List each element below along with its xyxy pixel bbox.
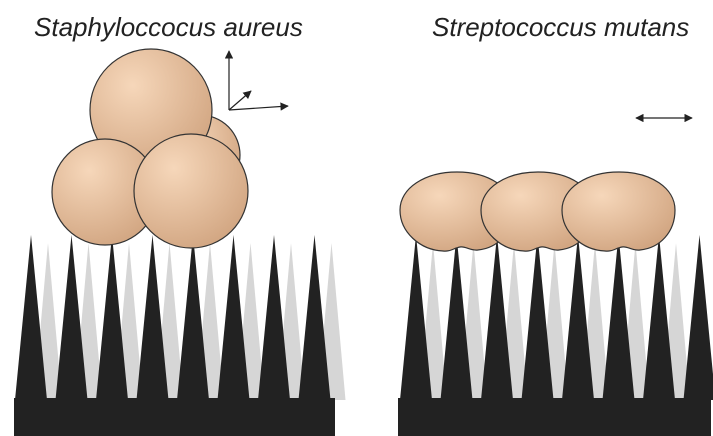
staphylococcus-cluster <box>52 49 248 248</box>
dark-nanospike <box>684 235 713 400</box>
coccus-bottom-right <box>134 134 248 248</box>
nanospike-surface-right <box>398 235 713 436</box>
xyz-axes-icon <box>229 51 288 110</box>
surface-base-left <box>14 398 335 436</box>
surface-base-right <box>398 398 711 436</box>
flattened-coccus-3 <box>562 172 675 251</box>
nanospike-surface-left <box>14 235 346 436</box>
streptococcus-chain <box>400 172 675 251</box>
